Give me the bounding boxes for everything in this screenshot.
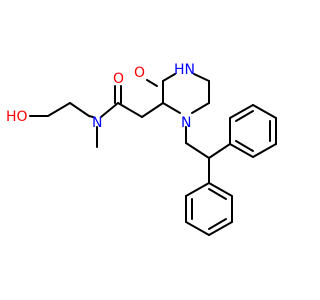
bond [146, 79, 158, 87]
bond [141, 102, 164, 118]
bond [208, 188, 227, 200]
bond [235, 140, 254, 152]
bond [162, 102, 181, 114]
bond [47, 102, 71, 117]
bond [208, 221, 233, 236]
bond [185, 142, 210, 159]
bond [229, 143, 254, 158]
amide-oxygen-label: O [113, 71, 124, 87]
bond [185, 182, 210, 197]
amide-nitrogen-label: N [92, 115, 102, 131]
bond [117, 102, 143, 118]
bond [229, 104, 254, 119]
structure-svg: HO O N HN O N [6, 62, 277, 236]
bond [69, 102, 90, 117]
bond [235, 110, 254, 122]
bond [162, 73, 176, 82]
bond [208, 143, 231, 159]
bond [193, 73, 210, 82]
bond [208, 182, 233, 197]
bond [185, 221, 210, 236]
bond [252, 104, 277, 119]
bond [191, 102, 210, 114]
bond [208, 218, 227, 230]
molecule-diagram: HO O N HN O N [6, 62, 277, 236]
ring-nh-label: HN [174, 62, 195, 78]
bond-group [29, 73, 277, 236]
lactam-oxygen-label: O [134, 65, 145, 81]
bond [252, 143, 277, 158]
ring-nitrogen-label: N [181, 115, 191, 131]
hydroxyl-label: HO [6, 109, 28, 125]
bond [88, 115, 94, 118]
bond [100, 102, 119, 118]
atom-labels: HO O N HN O N [6, 62, 195, 131]
